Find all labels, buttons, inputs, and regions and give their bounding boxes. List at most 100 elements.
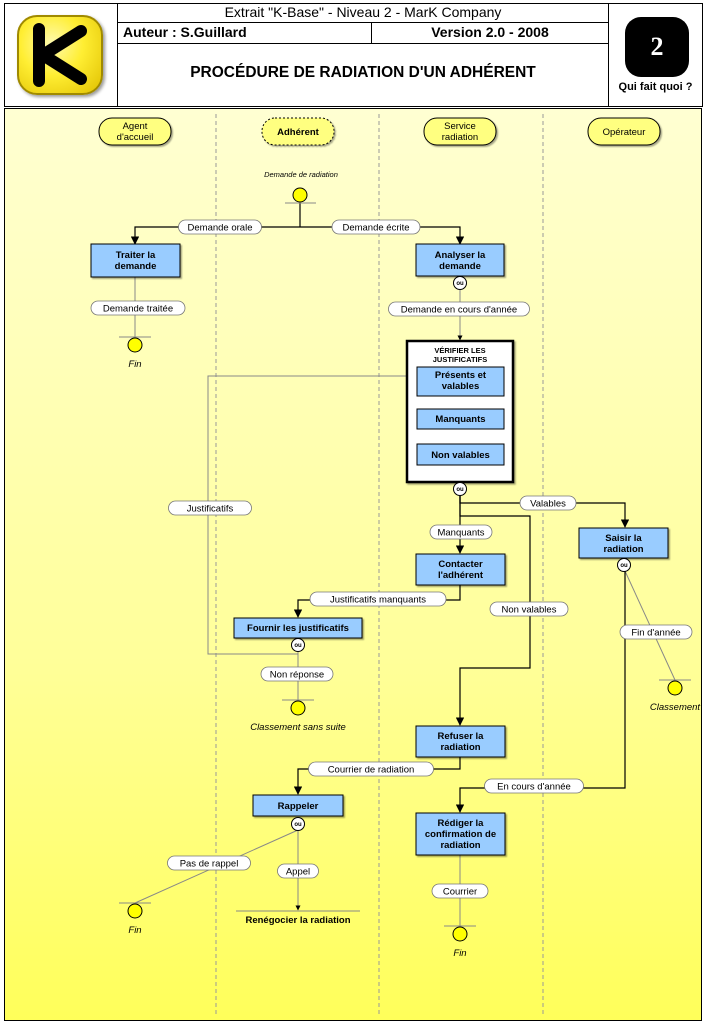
lane-label-operateur: Opérateur xyxy=(603,127,646,138)
event-fin-1-label: Fin xyxy=(128,359,141,370)
box-rappeler: Rappeler xyxy=(278,801,319,812)
flow-label-text-non-reponse: Non réponse xyxy=(270,670,324,681)
lane-header-operateur: Opérateur xyxy=(587,117,661,146)
events: Demande de radiation Fin Classement sans… xyxy=(119,170,700,959)
flow-label-justificatifs-manquants: Justificatifs manquants xyxy=(309,591,447,607)
box-refuser-line1: Refuser la xyxy=(438,731,485,742)
box-contacter-line2: l'adhérent xyxy=(438,570,484,581)
lane-label-service-2: radiation xyxy=(442,132,478,143)
box-non-valables: Non valables xyxy=(431,450,490,461)
flow-label-text-appel: Appel xyxy=(286,867,310,878)
ou-label-verifier: ou xyxy=(456,487,464,493)
flow-label-demande-cours: Demande en cours d'année xyxy=(388,301,530,317)
flow-label-fin-annee: Fin d'année xyxy=(619,624,693,640)
flow-label-text-justificatifs-manquants: Justificatifs manquants xyxy=(330,595,426,606)
flow-label-pas-de-rappel: Pas de rappel xyxy=(167,855,251,871)
event-start-label: Demande de radiation xyxy=(264,170,338,179)
box-contacter-line1: Contacter xyxy=(438,559,483,570)
title-cell xyxy=(117,43,609,107)
box-traiter-line1: Traiter la xyxy=(116,250,156,261)
ou-circle-fournir xyxy=(291,638,305,652)
flow-label-text-non-valables: Non valables xyxy=(502,605,557,616)
author-text: Auteur : S.Guillard xyxy=(123,24,247,40)
event-renegocier-label: Renégocier la radiation xyxy=(245,915,350,926)
lane-header-service: Service radiation xyxy=(423,117,497,146)
version-text: Version 2.0 - 2008 xyxy=(431,24,549,40)
box-verifier-title2: JUSTIFICATIFS xyxy=(433,355,487,364)
box-analyser-line2: demande xyxy=(439,261,481,272)
box-manquants: Manquants xyxy=(435,414,485,425)
ou-circle-verifier xyxy=(453,482,467,496)
box-traiter-line2: demande xyxy=(115,261,157,272)
event-classement-label: Classement xyxy=(650,702,701,713)
box-fournir: Fournir les justificatifs xyxy=(247,623,349,634)
flow-label-text-valables: Valables xyxy=(530,499,566,510)
flow-label-appel: Appel xyxy=(277,863,319,879)
event-fin-2: Fin xyxy=(119,902,151,936)
box-saisir-line2: radiation xyxy=(603,544,643,555)
box-presents-line2: valables xyxy=(442,381,480,392)
lane-label-agent-2: d'accueil xyxy=(117,132,154,143)
box-rediger-line1: Rédiger la xyxy=(438,818,485,829)
flow-label-text-en-cours-annee: En cours d'année xyxy=(497,782,571,793)
flow-label-non-reponse: Non réponse xyxy=(260,666,334,682)
event-fin-3: Fin xyxy=(444,925,476,959)
box-verifier: VÉRIFIER LES JUSTIFICATIFS Présents et v… xyxy=(405,339,515,484)
diagram-area xyxy=(4,108,702,1021)
event-fin-3-label: Fin xyxy=(453,948,466,959)
flow-label-demande-traitee: Demande traitée xyxy=(90,300,186,316)
box-analyser: Analyser la demande xyxy=(415,243,505,277)
box-rediger-line2: confirmation de xyxy=(425,829,496,840)
box-refuser: Refuser la radiation xyxy=(415,725,506,758)
lane-label-agent-1: Agent xyxy=(123,121,148,132)
event-classement-sans-suite: Classement sans suite xyxy=(250,699,346,733)
lane-header-agent: Agent d'accueil xyxy=(98,117,172,146)
ou-label-analyser: ou xyxy=(456,281,464,287)
event-fin-1: Fin xyxy=(119,336,151,370)
flow-label-en-cours-annee: En cours d'année xyxy=(484,778,584,794)
box-saisir: Saisir la radiation xyxy=(578,527,669,559)
extract-text: Extrait "K-Base" - Niveau 2 - MarK Compa… xyxy=(224,4,502,20)
ou-circle-analyser xyxy=(453,276,467,290)
box-traiter: Traiter la demande xyxy=(90,243,181,278)
flow-label-valables: Valables xyxy=(519,495,577,511)
flow-label-text-manquants: Manquants xyxy=(437,528,484,539)
flow-label-demande-orale: Demande orale xyxy=(178,219,262,235)
flow-label-non-valables: Non valables xyxy=(489,601,569,617)
flow-label-text-demande-orale: Demande orale xyxy=(188,223,253,234)
event-renegocier: Renégocier la radiation xyxy=(236,910,360,926)
ou-label-saisir: ou xyxy=(620,563,628,569)
event-classement-sans-suite-label: Classement sans suite xyxy=(250,722,346,733)
lane-label-service-1: Service xyxy=(444,121,476,132)
box-rappeler: Rappeler xyxy=(252,794,344,817)
flow-label-courrier: Courrier xyxy=(431,883,489,899)
page-title: PROCÉDURE DE RADIATION D'UN ADHÉRENT xyxy=(190,64,536,81)
badge-caption: Qui fait quoi ? xyxy=(618,81,693,93)
ou-label-rappeler: ou xyxy=(294,822,302,828)
level-badge: 2 xyxy=(625,17,689,77)
flow-label-text-courrier-radiation: Courrier de radiation xyxy=(328,765,415,776)
box-saisir-line1: Saisir la xyxy=(605,533,642,544)
ou-label-fournir: ou xyxy=(294,643,302,649)
flow-label-manquants: Manquants xyxy=(429,524,493,540)
k-logo-icon xyxy=(17,15,103,95)
lane-label-adherent: Adhérent xyxy=(277,127,320,138)
flow-label-text-demande-cours: Demande en cours d'année xyxy=(401,305,517,316)
box-analyser-line1: Analyser la xyxy=(435,250,486,261)
box-refuser-line2: radiation xyxy=(440,742,480,753)
ou-connectors: ou ou ou ou ou xyxy=(291,276,631,831)
box-presents-line1: Présents et xyxy=(435,370,487,381)
box-contacter: Contacter l'adhérent xyxy=(415,553,506,586)
lane-header-adherent: Adhérent xyxy=(261,117,335,146)
ou-circle-saisir xyxy=(617,558,631,572)
box-rediger-line3: radiation xyxy=(440,840,480,851)
event-start: Demande de radiation xyxy=(264,170,338,204)
box-fournir: Fournir les justificatifs xyxy=(233,617,363,639)
flow-label-courrier-radiation: Courrier de radiation xyxy=(308,761,434,777)
box-rediger: Rédiger la confirmation de radiation xyxy=(415,812,506,856)
flow-label-text-fin-annee: Fin d'année xyxy=(631,628,680,639)
flow-label-justificatifs: Justificatifs xyxy=(168,500,252,516)
